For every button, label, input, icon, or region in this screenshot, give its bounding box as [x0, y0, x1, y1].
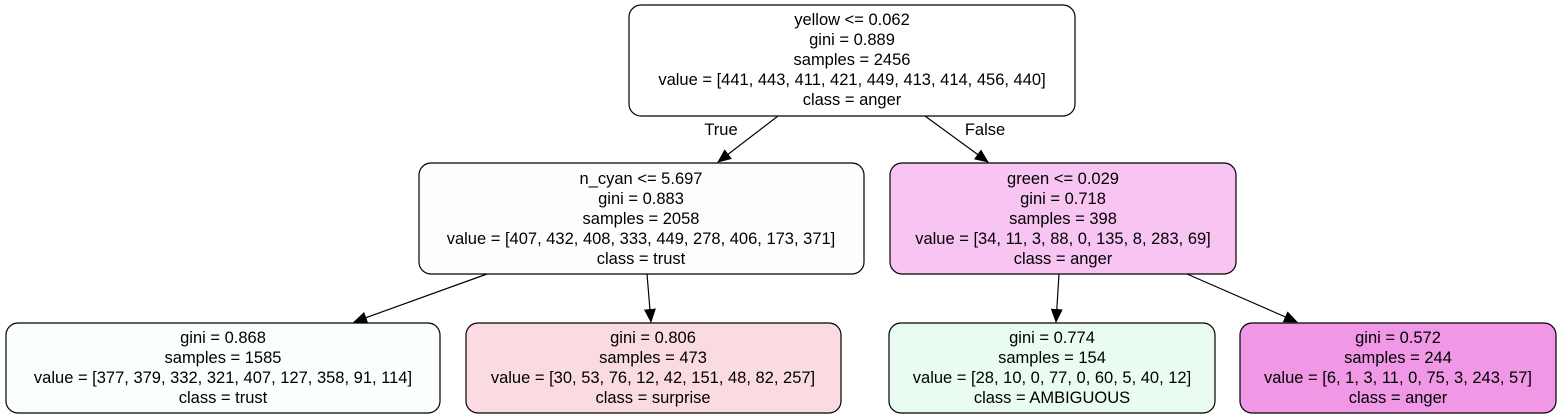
node-samples: samples = 2058 — [583, 210, 700, 228]
node-gini: gini = 0.774 — [1009, 329, 1095, 347]
node-gini: gini = 0.868 — [180, 329, 266, 347]
node-class: class = anger — [803, 91, 902, 109]
node-samples: samples = 1585 — [165, 349, 282, 367]
node-value: value = [34, 11, 3, 88, 0, 135, 8, 283, … — [915, 230, 1211, 248]
edges — [353, 115, 1298, 324]
node-gini: gini = 0.806 — [610, 329, 696, 347]
node-class: class = anger — [1014, 250, 1113, 268]
edge-label-false: False — [965, 121, 1005, 139]
node-box — [1239, 322, 1557, 414]
node-box — [5, 322, 441, 414]
edge-right-to-leaf-ambiguous — [1050, 273, 1063, 323]
tree-node-right: green <= 0.029 gini = 0.718 samples = 39… — [889, 162, 1237, 275]
node-class: class = AMBIGUOUS — [974, 389, 1130, 407]
node-gini: gini = 0.572 — [1355, 329, 1441, 347]
node-samples: samples = 398 — [1009, 210, 1117, 228]
node-gini: gini = 0.883 — [598, 190, 684, 208]
node-class: class = trust — [179, 389, 268, 407]
node-class: class = trust — [597, 250, 686, 268]
node-split-rule: n_cyan <= 5.697 — [580, 170, 703, 188]
node-class: class = surprise — [595, 389, 710, 407]
node-box — [628, 4, 1076, 117]
node-gini: gini = 0.718 — [1020, 190, 1106, 208]
node-value: value = [30, 53, 76, 12, 42, 151, 48, 82… — [491, 369, 815, 387]
node-samples: samples = 244 — [1344, 349, 1452, 367]
edge-root-to-left — [717, 115, 779, 163]
tree-leaf-ambiguous: gini = 0.774 samples = 154 value = [28, … — [888, 322, 1216, 414]
tree-node-root: yellow <= 0.062 gini = 0.889 samples = 2… — [628, 4, 1076, 117]
node-box — [889, 162, 1237, 275]
tree-node-left: n_cyan <= 5.697 gini = 0.883 samples = 2… — [418, 162, 865, 275]
node-box — [465, 322, 842, 414]
edge-left-to-leaf-trust — [353, 273, 488, 324]
node-box — [418, 162, 865, 275]
node-samples: samples = 154 — [998, 349, 1106, 367]
node-gini: gini = 0.889 — [809, 31, 895, 49]
edge-label-true: True — [704, 121, 737, 139]
node-samples: samples = 2456 — [794, 51, 911, 69]
edge-right-to-leaf-anger — [1186, 273, 1298, 323]
node-value: value = [441, 443, 411, 421, 449, 413, 4… — [658, 71, 1045, 89]
tree-leaf-anger: gini = 0.572 samples = 244 value = [6, 1… — [1239, 322, 1557, 414]
node-split-rule: yellow <= 0.062 — [794, 11, 910, 29]
node-value: value = [28, 10, 0, 77, 0, 60, 5, 40, 12… — [913, 369, 1191, 387]
node-split-rule: green <= 0.029 — [1007, 170, 1119, 188]
edge-root-to-right — [924, 115, 989, 163]
node-value: value = [377, 379, 332, 321, 407, 127, 3… — [34, 369, 412, 387]
tree-leaf-trust: gini = 0.868 samples = 1585 value = [377… — [5, 322, 441, 414]
node-value: value = [407, 432, 408, 333, 449, 278, 4… — [447, 230, 836, 248]
node-samples: samples = 473 — [599, 349, 707, 367]
node-box — [888, 322, 1216, 414]
node-value: value = [6, 1, 3, 11, 0, 75, 3, 243, 57] — [1264, 369, 1532, 387]
edge-left-to-leaf-surprise — [643, 273, 656, 323]
tree-leaf-surprise: gini = 0.806 samples = 473 value = [30, … — [465, 322, 842, 414]
node-class: class = anger — [1349, 389, 1448, 407]
